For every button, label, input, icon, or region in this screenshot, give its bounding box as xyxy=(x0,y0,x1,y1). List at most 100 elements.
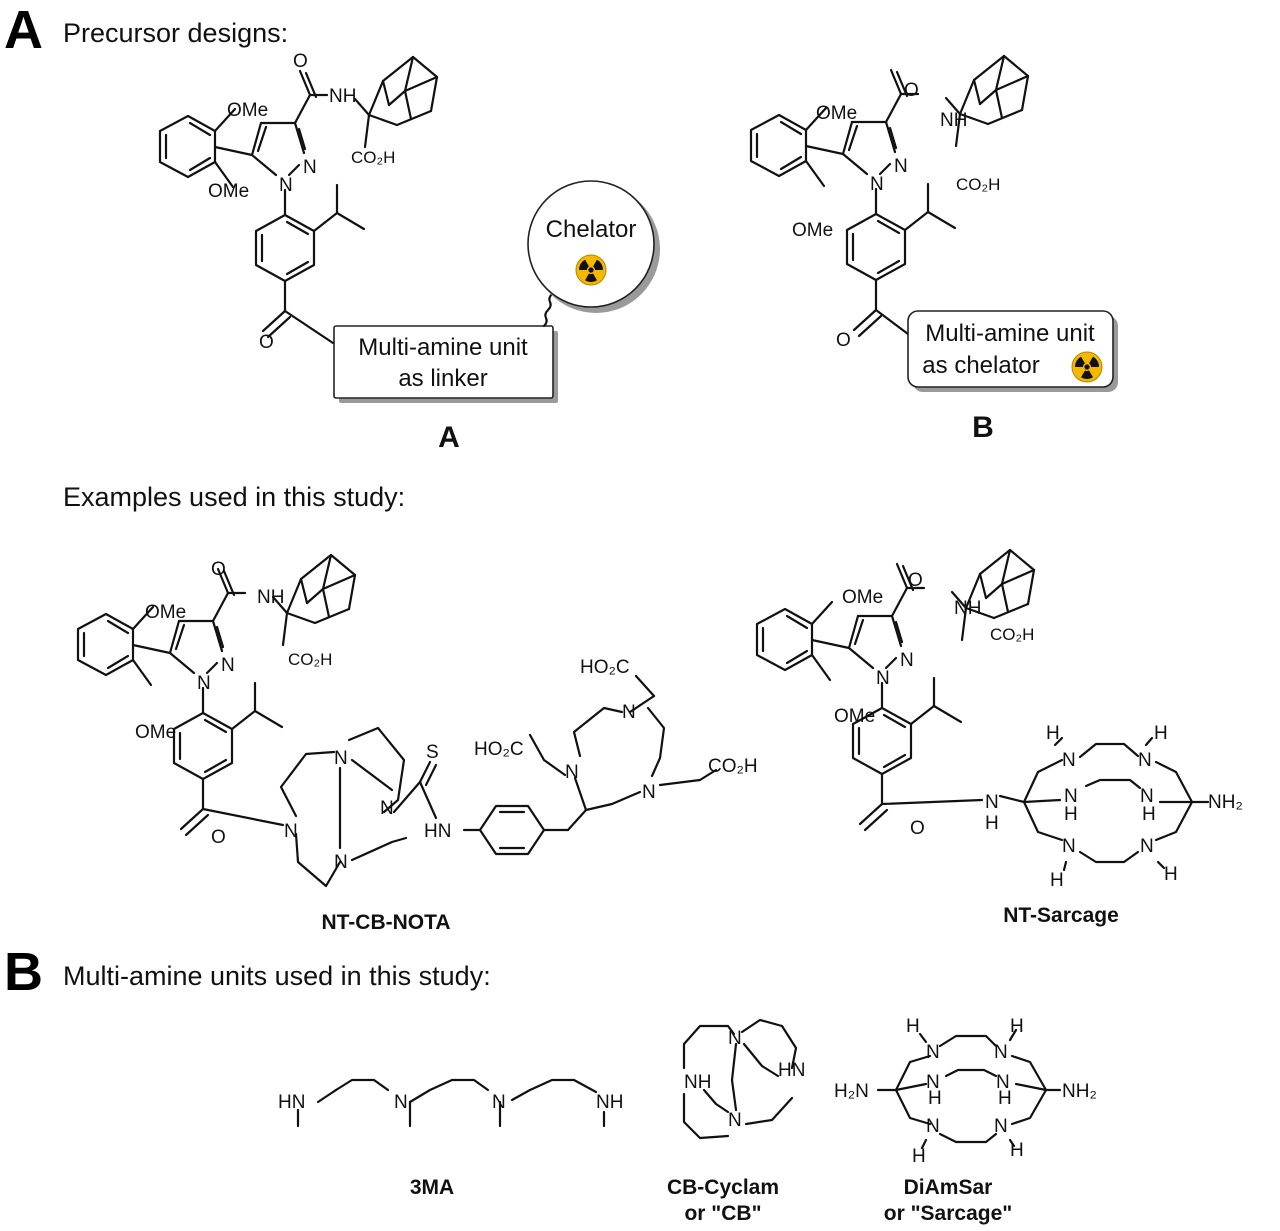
atom-n: N xyxy=(1140,836,1154,857)
box-b-line1: Multi-amine unit xyxy=(925,320,1095,347)
nt-sarcage-structure: OMe OMe N N O NH CO₂H O xyxy=(755,548,1036,839)
atom-n: N xyxy=(926,1042,940,1063)
unit-cb-structure xyxy=(682,1018,798,1140)
atom-n1: N xyxy=(197,673,211,694)
section-a-heading: Precursor designs: xyxy=(63,18,288,48)
atom-ome-bottom: OMe xyxy=(135,722,176,743)
atom-ho2c: HO₂C xyxy=(474,739,524,760)
atom-hn: HN xyxy=(278,1092,305,1113)
atom-n2: N xyxy=(221,655,235,676)
design-a-structure: OMe OMe N N O NH CO₂H O xyxy=(158,51,439,353)
unit-3ma-label: 3MA xyxy=(410,1176,454,1199)
sarcage-amide-bond xyxy=(880,798,984,806)
atom-n1: N xyxy=(279,175,293,196)
section-b-heading: Multi-amine units used in this study: xyxy=(63,961,491,991)
atom-n: N xyxy=(996,1072,1010,1093)
atom-s: S xyxy=(426,742,439,763)
radiation-icon xyxy=(1071,351,1103,384)
nt-cb-nota-structure: OMe OMe N N O NH CO₂H O xyxy=(76,553,357,848)
chelator-circle xyxy=(527,180,655,308)
atom-h: H xyxy=(1154,723,1168,744)
atom-co2h: CO₂H xyxy=(956,175,1000,194)
atom-ome-top: OMe xyxy=(227,100,268,121)
atom-nh: NH xyxy=(684,1072,711,1093)
atom-ome-bottom: OMe xyxy=(208,181,249,202)
atom-h: H xyxy=(985,813,999,834)
atom-h: H xyxy=(998,1088,1012,1109)
atom-n: N xyxy=(642,782,656,803)
chelator-label: Chelator xyxy=(546,216,637,243)
atom-ho2c: HO₂C xyxy=(580,657,630,678)
atom-ome-top: OMe xyxy=(816,103,857,124)
atom-h: H xyxy=(1010,1140,1024,1161)
atom-n: N xyxy=(1140,786,1154,807)
atom-nh: NH xyxy=(954,598,981,619)
atom-n: N xyxy=(1062,750,1076,771)
atom-n: N xyxy=(1062,836,1076,857)
atom-nh: NH xyxy=(257,587,284,608)
atom-nh2: NH₂ xyxy=(1062,1081,1097,1102)
unit-diamsar-structure xyxy=(876,1028,1062,1150)
section-a-letter: A xyxy=(4,0,43,60)
atom-n: N xyxy=(380,798,394,819)
atom-n: N xyxy=(1138,750,1152,771)
design-a-label: A xyxy=(438,421,460,454)
atom-o-amide: O xyxy=(293,51,308,72)
atom-n: N xyxy=(994,1116,1008,1137)
atom-n2: N xyxy=(894,156,908,177)
atom-ome-bottom: OMe xyxy=(834,706,875,727)
atom-hn: HN xyxy=(778,1060,805,1081)
atom-hn: HN xyxy=(424,821,451,842)
atom-n: N xyxy=(334,852,348,873)
atom-n: N xyxy=(492,1092,506,1113)
atom-o-carbonyl: O xyxy=(836,330,851,351)
atom-n1: N xyxy=(870,174,884,195)
atom-h: H xyxy=(1046,723,1060,744)
atom-o-amide: O xyxy=(211,559,226,580)
linker-box-a xyxy=(333,325,554,399)
sarcage-cage xyxy=(998,736,1210,872)
atom-n: N xyxy=(985,792,999,813)
nt-cb-nota-label: NT-CB-NOTA xyxy=(321,911,450,934)
atom-ome-top: OMe xyxy=(842,587,883,608)
atom-n: N xyxy=(622,702,636,723)
atom-co2h: CO₂H xyxy=(990,625,1034,644)
box-a-line1: Multi-amine unit xyxy=(358,334,528,361)
atom-h: H xyxy=(912,1146,926,1167)
atom-o-amide: O xyxy=(904,80,919,101)
atom-nh2: NH₂ xyxy=(1208,792,1243,813)
atom-ome-bottom: OMe xyxy=(792,220,833,241)
atom-h2n: H₂N xyxy=(834,1081,869,1102)
atom-h: H xyxy=(1064,804,1078,825)
atom-n1: N xyxy=(876,668,890,689)
unit-cb-label-2: or "CB" xyxy=(684,1202,761,1225)
atom-h: H xyxy=(928,1088,942,1109)
design-b-label: B xyxy=(972,411,994,444)
atom-o-carbonyl: O xyxy=(910,818,925,839)
atom-h: H xyxy=(1010,1016,1024,1037)
atom-n: N xyxy=(728,1028,742,1049)
unit-cb-atoms: N NH HN N xyxy=(684,1028,805,1131)
atom-nh: NH xyxy=(596,1092,623,1113)
atom-n: N xyxy=(394,1092,408,1113)
atom-n: N xyxy=(926,1116,940,1137)
atom-nh: NH xyxy=(329,86,356,107)
design-b-structure: OMe OMe N N O NH CO₂H O xyxy=(749,54,1030,351)
radiation-icon xyxy=(575,254,607,287)
atom-n: N xyxy=(728,1110,742,1131)
atom-co2h: CO₂H xyxy=(351,148,395,167)
atom-co2h: CO₂H xyxy=(288,650,332,669)
box-a-line2: as linker xyxy=(398,365,487,392)
atom-h: H xyxy=(1050,870,1064,891)
atom-n: N xyxy=(565,762,579,783)
cb-cyclam-linker xyxy=(279,674,718,888)
atom-n: N xyxy=(926,1072,940,1093)
atom-o-carbonyl: O xyxy=(211,827,226,848)
unit-diamsar-atoms: H N N H N H N H N N H H H₂N NH₂ xyxy=(834,1016,1097,1167)
unit-diamsar-label-2: or "Sarcage" xyxy=(884,1202,1012,1225)
atom-n: N xyxy=(1064,786,1078,807)
atom-h: H xyxy=(1142,804,1156,825)
atom-h: H xyxy=(1164,864,1178,885)
atom-n2: N xyxy=(303,157,317,178)
